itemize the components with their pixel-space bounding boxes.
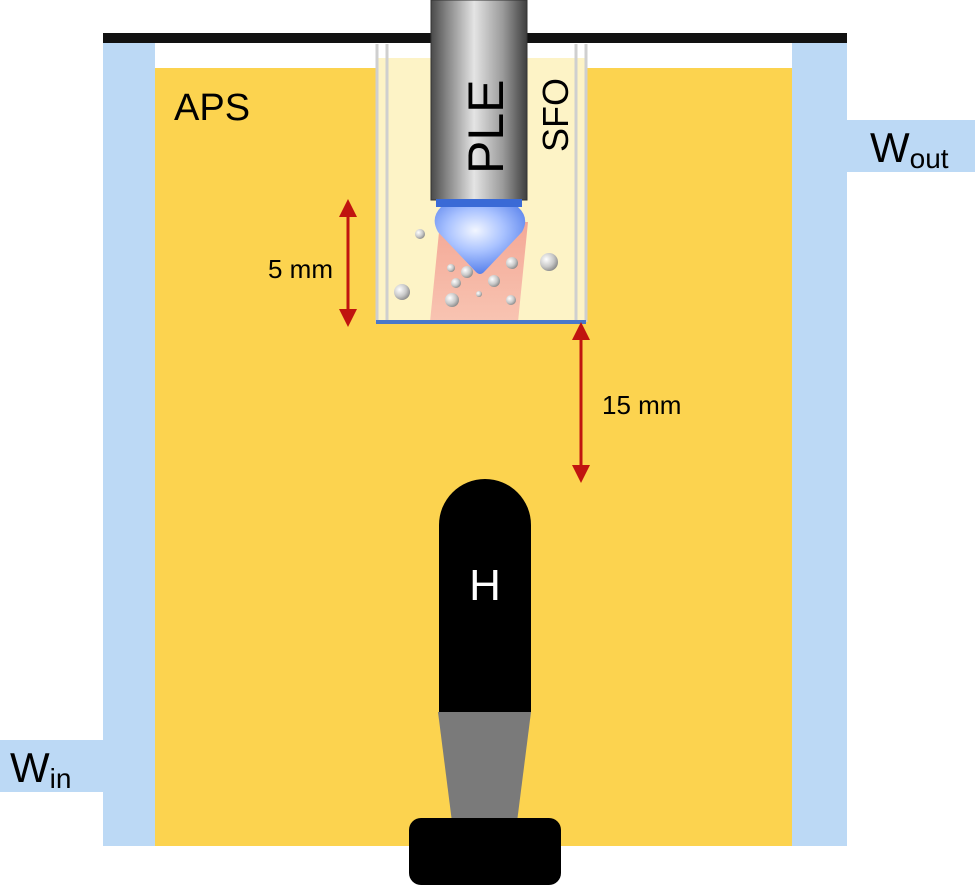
gas-bubbles <box>394 229 558 307</box>
heater-body <box>439 479 531 712</box>
water-inlet-pipe <box>0 740 155 792</box>
bubble <box>461 266 473 278</box>
bubble <box>415 229 425 239</box>
bubble <box>447 264 455 272</box>
heater-neck <box>438 712 531 822</box>
bubble <box>506 257 518 269</box>
heater-label: H <box>469 561 501 610</box>
bubble <box>488 275 500 287</box>
water-outlet-sub: out <box>910 143 949 174</box>
bubble <box>540 253 558 271</box>
bubble <box>506 295 516 305</box>
plasma-glow <box>434 207 526 274</box>
ple-electrode <box>430 0 528 201</box>
water-jacket-left <box>103 43 155 846</box>
electrode-tip-band <box>436 199 522 207</box>
distance-5mm-label: 5 mm <box>268 254 333 284</box>
bubble <box>445 293 459 307</box>
water-inlet-sub: in <box>50 763 72 794</box>
water-outlet-main: W <box>870 124 910 171</box>
bubble <box>476 291 482 297</box>
water-jacket-right <box>792 43 847 846</box>
water-outlet-label: Wout <box>870 124 949 174</box>
bubble <box>394 284 410 300</box>
sfo-label: SFO <box>535 78 576 152</box>
water-inlet-label: Win <box>10 744 71 794</box>
bubble <box>451 278 461 288</box>
water-inlet-main: W <box>10 744 50 791</box>
ple-label: PLE <box>458 79 514 174</box>
aps-label: APS <box>174 87 250 129</box>
water-outlet-pipe <box>792 120 975 172</box>
heater-base <box>409 818 561 885</box>
distance-15mm-label: 15 mm <box>602 390 681 420</box>
sfo-membrane <box>376 320 586 324</box>
